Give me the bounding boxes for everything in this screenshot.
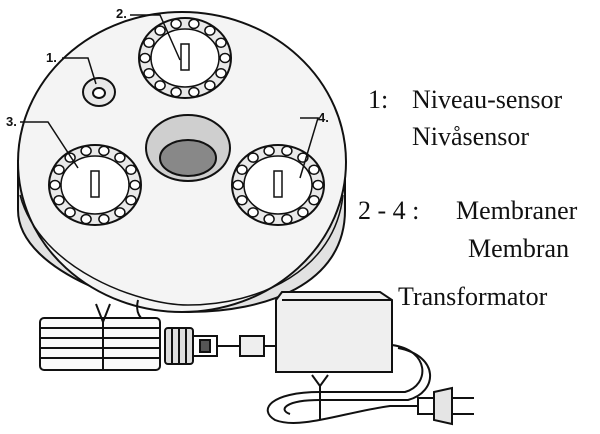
led-icon xyxy=(281,145,293,157)
led-icon xyxy=(53,164,65,176)
led-icon xyxy=(204,80,216,91)
led-icon xyxy=(143,67,155,79)
led-icon xyxy=(215,67,227,79)
led-icon xyxy=(139,52,151,64)
led-icon xyxy=(129,179,141,191)
led-icon xyxy=(188,86,200,98)
callout-1: 1. xyxy=(46,50,57,65)
membrane-2-icon xyxy=(138,17,232,99)
led-icon xyxy=(281,213,293,225)
led-icon xyxy=(170,18,182,30)
led-icon xyxy=(188,18,200,30)
led-icon xyxy=(263,145,275,157)
callout-3: 3. xyxy=(6,114,17,129)
plug-icon xyxy=(417,386,474,426)
led-icon xyxy=(312,179,324,191)
legend-item1-sv: Nivåsensor xyxy=(412,122,529,151)
led-icon xyxy=(98,213,110,225)
led-icon xyxy=(114,207,126,218)
membrane-3-icon xyxy=(48,144,142,226)
led-icon xyxy=(64,207,76,218)
led-icon xyxy=(53,194,65,206)
led-icon xyxy=(170,86,182,98)
led-icon xyxy=(204,25,216,36)
led-icon xyxy=(247,207,259,218)
callout-leaders xyxy=(20,14,320,179)
led-icon xyxy=(98,145,110,157)
led-icon xyxy=(247,152,259,163)
led-icon xyxy=(114,152,126,163)
legend-item1-de: Niveau-sensor xyxy=(412,85,563,114)
legend-item2-range: 2 - 4 : xyxy=(358,196,420,225)
legend-item2-sv: Membran xyxy=(468,234,570,263)
led-icon xyxy=(143,37,155,49)
led-icon xyxy=(297,207,309,218)
led-icon xyxy=(80,213,92,225)
led-icon xyxy=(236,164,248,176)
led-icon xyxy=(263,213,275,225)
led-icon xyxy=(215,37,227,49)
legend-item1-number: 1: xyxy=(368,85,389,114)
led-icon xyxy=(308,194,320,206)
led-icon xyxy=(154,80,166,91)
led-icon xyxy=(49,179,61,191)
level-sensor-icon xyxy=(82,77,116,107)
membrane-4-icon xyxy=(231,144,325,226)
led-icon xyxy=(125,164,137,176)
led-icon xyxy=(125,194,137,206)
connector-icon xyxy=(164,327,265,365)
led-icon xyxy=(154,25,166,36)
led-icon xyxy=(308,164,320,176)
legend-item2-de: Membraner xyxy=(456,196,578,225)
led-icon xyxy=(232,179,244,191)
callout-4: 4. xyxy=(318,110,329,125)
led-icon xyxy=(236,194,248,206)
power-cord-icon xyxy=(266,344,432,424)
transformer-icon xyxy=(264,291,393,373)
callout-2: 2. xyxy=(116,6,127,21)
coiled-cable-icon xyxy=(39,303,161,371)
led-icon xyxy=(219,52,231,64)
center-opening xyxy=(145,114,231,182)
led-icon xyxy=(80,145,92,157)
legend-transformer: Transformator xyxy=(398,282,548,311)
